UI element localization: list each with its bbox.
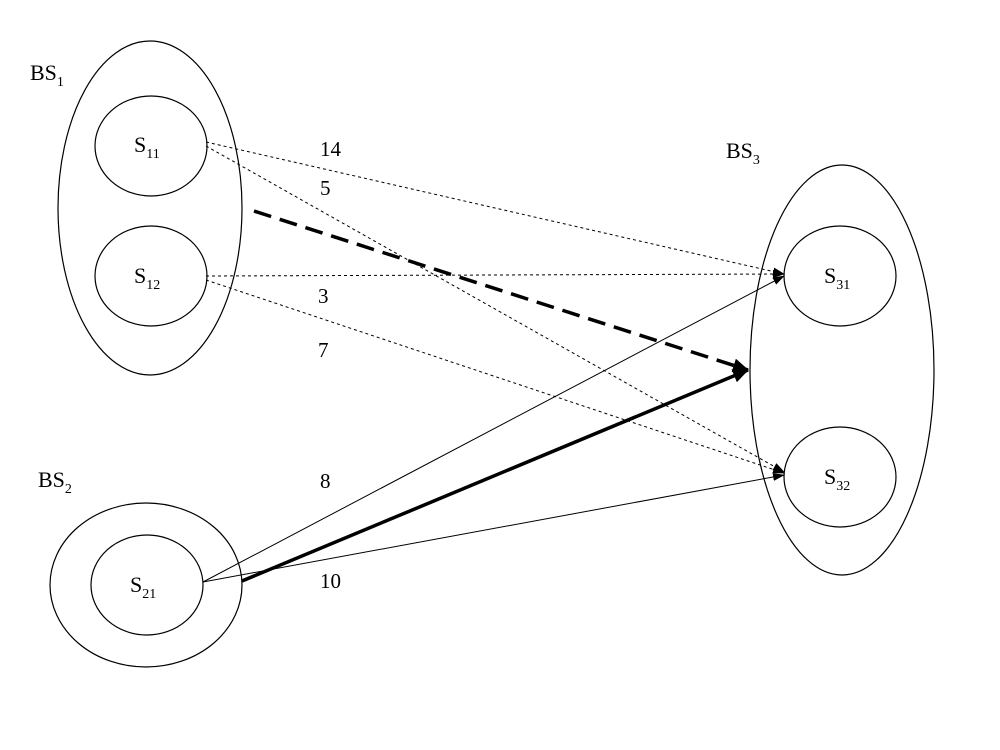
edge-s11-s32 xyxy=(205,145,785,473)
edge-label-s21-s31: 8 xyxy=(320,469,331,493)
node-s31 xyxy=(783,225,897,327)
edge-label-s11-s31: 14 xyxy=(320,137,342,161)
group-edge-bs2-bs3 xyxy=(241,368,749,583)
label-s11: S11 xyxy=(134,132,160,162)
node-s12 xyxy=(94,225,208,327)
group-bs2 xyxy=(49,502,243,668)
edge-label-s12-s32: 7 xyxy=(318,338,329,362)
label-s21: S21 xyxy=(130,572,156,602)
group-edge-bs1-bs3 xyxy=(253,209,749,373)
label-s32: S32 xyxy=(824,464,850,494)
label-bs2: BS2 xyxy=(38,467,72,497)
label-bs1: BS1 xyxy=(30,60,64,90)
label-bs3: BS3 xyxy=(726,138,760,168)
edge-s11-s31 xyxy=(205,141,785,276)
edge-label-s12-s31: 3 xyxy=(318,284,329,308)
group-bs3 xyxy=(749,164,935,576)
label-s31: S31 xyxy=(824,263,850,293)
edge-label-s21-s32: 10 xyxy=(320,569,341,593)
edge-s21-s32 xyxy=(202,473,785,583)
edge-s12-s31 xyxy=(205,270,785,279)
node-s32 xyxy=(783,426,897,528)
node-s11 xyxy=(94,95,208,197)
edge-s21-s31 xyxy=(202,275,785,583)
edge-label-s11-s32: 5 xyxy=(320,176,331,200)
group-bs1 xyxy=(57,40,243,376)
node-s21 xyxy=(90,534,204,636)
label-s12: S12 xyxy=(134,263,160,293)
